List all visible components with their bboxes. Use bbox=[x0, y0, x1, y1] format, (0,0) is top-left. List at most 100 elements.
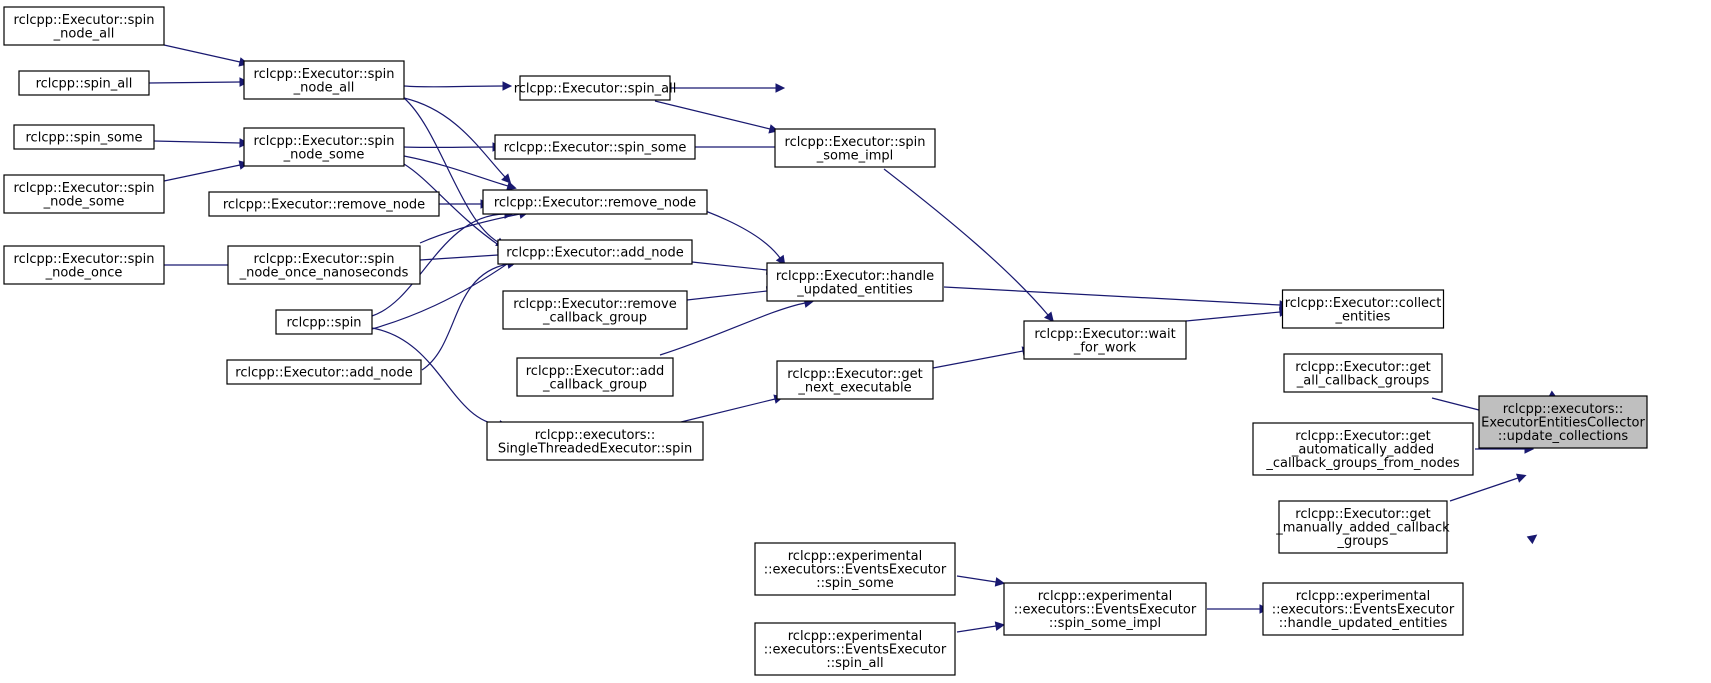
graph-node[interactable]: rclcpp::Executor::spin_all bbox=[514, 75, 677, 101]
graph-edge bbox=[148, 77, 250, 87]
graph-edge bbox=[163, 44, 249, 67]
graph-node[interactable]: rclcpp::experimental::executors::EventsE… bbox=[1262, 582, 1464, 636]
node-label: rclcpp::executors:: bbox=[1503, 402, 1624, 417]
node-label: rclcpp::Executor::get bbox=[1295, 429, 1430, 444]
graph-node[interactable]: rclcpp::Executor::remove_node bbox=[482, 189, 708, 215]
graph-node[interactable]: rclcpp::spin bbox=[275, 309, 373, 335]
graph-edge bbox=[421, 259, 517, 371]
graph-node[interactable]: rclcpp::experimental::executors::EventsE… bbox=[754, 542, 956, 596]
graph-node[interactable]: rclcpp::Executor::spin_node_some bbox=[3, 174, 165, 214]
graph-edge bbox=[956, 621, 1006, 633]
node-label: _entities bbox=[1335, 309, 1391, 324]
node-label: _for_work bbox=[1073, 340, 1137, 355]
graph-node[interactable]: rclcpp::Executor::spin_node_all bbox=[243, 60, 405, 100]
graph-node[interactable]: rclcpp::Executor::add_callback_group bbox=[516, 357, 674, 397]
arrowhead-icon bbox=[1515, 473, 1527, 483]
node-label: rclcpp::spin bbox=[286, 316, 361, 331]
graph-edge bbox=[1185, 307, 1290, 322]
graph-edge bbox=[403, 81, 513, 91]
arrowhead-icon bbox=[1526, 534, 1538, 545]
graph-node[interactable]: rclcpp::Executor::get_all_callback_group… bbox=[1283, 353, 1443, 393]
node-label: _node_once_nanoseconds bbox=[239, 265, 409, 280]
node-label: _next_executable bbox=[797, 380, 911, 395]
node-label: rclcpp::Executor::collect bbox=[1285, 296, 1442, 311]
node-label: rclcpp::Executor::spin_all bbox=[514, 82, 677, 97]
node-label: ::executors::EventsExecutor bbox=[764, 643, 947, 658]
node-label: _updated_entities bbox=[796, 282, 913, 297]
node-label: rclcpp::executors:: bbox=[535, 428, 656, 443]
graph-edge bbox=[403, 97, 512, 184]
graph-node[interactable]: rclcpp::Executor::get_manually_added_cal… bbox=[1275, 500, 1450, 554]
graph-node[interactable]: rclcpp::Executor::spin_some_impl bbox=[774, 128, 936, 168]
arrowhead-icon bbox=[994, 577, 1006, 587]
graph-edge bbox=[163, 160, 249, 182]
graph-edge bbox=[153, 138, 250, 148]
node-label: _automatically_added bbox=[1291, 443, 1434, 458]
node-label: rclcpp::Executor::wait bbox=[1034, 327, 1175, 342]
node-label: ::spin_some bbox=[816, 576, 894, 591]
node-label: rclcpp::Executor::remove bbox=[513, 297, 676, 312]
graph-edge bbox=[691, 261, 777, 275]
node-label: rclcpp::Executor::spin bbox=[254, 134, 395, 149]
node-label: rclcpp::Executor::handle bbox=[776, 269, 934, 284]
node-label: rclcpp::Executor::spin bbox=[254, 67, 395, 82]
graph-edge bbox=[654, 100, 779, 134]
node-label: ::handle_updated_entities bbox=[1279, 616, 1448, 631]
node-label: _some_impl bbox=[816, 148, 894, 163]
graph-edge bbox=[695, 142, 786, 152]
root-node: rclcpp::executors::ExecutorEntitiesColle… bbox=[1478, 395, 1648, 449]
graph-edge bbox=[670, 83, 786, 93]
node-label: _node_some bbox=[43, 194, 125, 209]
node-label: _node_all bbox=[53, 26, 115, 41]
graph-edge bbox=[1547, 390, 1559, 400]
graph-edge bbox=[403, 155, 517, 191]
node-label: rclcpp::Executor::spin bbox=[14, 13, 155, 28]
graph-node[interactable]: rclcpp::Executor::spin_node_once_nanosec… bbox=[227, 245, 421, 285]
graph-node[interactable]: rclcpp::Executor::spin_node_all bbox=[3, 6, 165, 46]
graph-node[interactable]: rclcpp::Executor::add_node bbox=[226, 359, 422, 385]
node-label: ::spin_all bbox=[826, 656, 883, 671]
node-label: rclcpp::spin_all bbox=[36, 77, 133, 92]
node-label: ::executors::EventsExecutor bbox=[764, 563, 947, 578]
node-label: rclcpp::experimental bbox=[1038, 589, 1172, 604]
graph-node[interactable]: rclcpp::Executor::spin_some bbox=[494, 134, 696, 160]
graph-node[interactable]: rclcpp::Executor::get_next_executable bbox=[776, 360, 934, 400]
graph-node[interactable]: rclcpp::Executor::add_node bbox=[497, 239, 693, 265]
graph-node[interactable]: rclcpp::Executor::spin_node_some bbox=[243, 127, 405, 167]
graph-edge bbox=[686, 286, 777, 301]
node-label: rclcpp::spin_some bbox=[26, 131, 143, 146]
graph-node[interactable]: rclcpp::Executor::collect_entities bbox=[1281, 289, 1445, 329]
arrowhead-icon bbox=[775, 83, 786, 93]
graph-node[interactable]: rclcpp::experimental::executors::EventsE… bbox=[754, 622, 956, 676]
graph-node[interactable]: rclcpp::Executor::wait_for_work bbox=[1023, 320, 1187, 360]
node-label: rclcpp::Executor::get bbox=[1295, 507, 1430, 522]
graph-node[interactable]: rclcpp::spin_some bbox=[13, 124, 155, 150]
graph-edge bbox=[680, 394, 784, 423]
arrowhead-icon bbox=[501, 173, 512, 184]
node-label: rclcpp::Executor::add_node bbox=[506, 246, 683, 261]
graph-node[interactable]: rclcpp::Executor::handle_updated_entitie… bbox=[766, 262, 944, 302]
node-label: ::spin_some_impl bbox=[1049, 616, 1161, 631]
node-label: rclcpp::Executor::remove_node bbox=[223, 198, 425, 213]
node-label: ::executors::EventsExecutor bbox=[1014, 603, 1197, 618]
node-label: _callback_groups_from_nodes bbox=[1265, 456, 1459, 471]
arrowhead-icon bbox=[1044, 311, 1054, 322]
graph-node[interactable]: rclcpp::experimental::executors::EventsE… bbox=[1003, 582, 1207, 636]
graph-edge bbox=[956, 575, 1006, 587]
graph-node[interactable]: rclcpp::Executor::spin_node_once bbox=[3, 245, 165, 285]
node-label: _groups bbox=[1336, 534, 1388, 549]
node-label: rclcpp::Executor::spin_some bbox=[504, 141, 687, 156]
graph-node[interactable]: rclcpp::Executor::remove_node bbox=[208, 191, 440, 217]
node-label: _node_once bbox=[45, 265, 123, 280]
arrowhead-icon bbox=[502, 81, 513, 91]
node-label: rclcpp::Executor::add bbox=[526, 364, 665, 379]
graph-edge bbox=[403, 142, 503, 152]
graph-node[interactable]: rclcpp::Executor::remove_callback_group bbox=[502, 290, 688, 330]
node-label: rclcpp::Executor::remove_node bbox=[494, 196, 696, 211]
graph-node[interactable]: rclcpp::executors::SingleThreadedExecuto… bbox=[486, 421, 704, 461]
node-label: ::update_collections bbox=[1498, 429, 1628, 444]
node-label: rclcpp::Executor::get bbox=[1295, 360, 1430, 375]
node-label: _manually_added_callback bbox=[1275, 521, 1450, 536]
graph-node[interactable]: rclcpp::spin_all bbox=[18, 70, 150, 96]
graph-node[interactable]: rclcpp::Executor::get_automatically_adde… bbox=[1252, 422, 1474, 476]
